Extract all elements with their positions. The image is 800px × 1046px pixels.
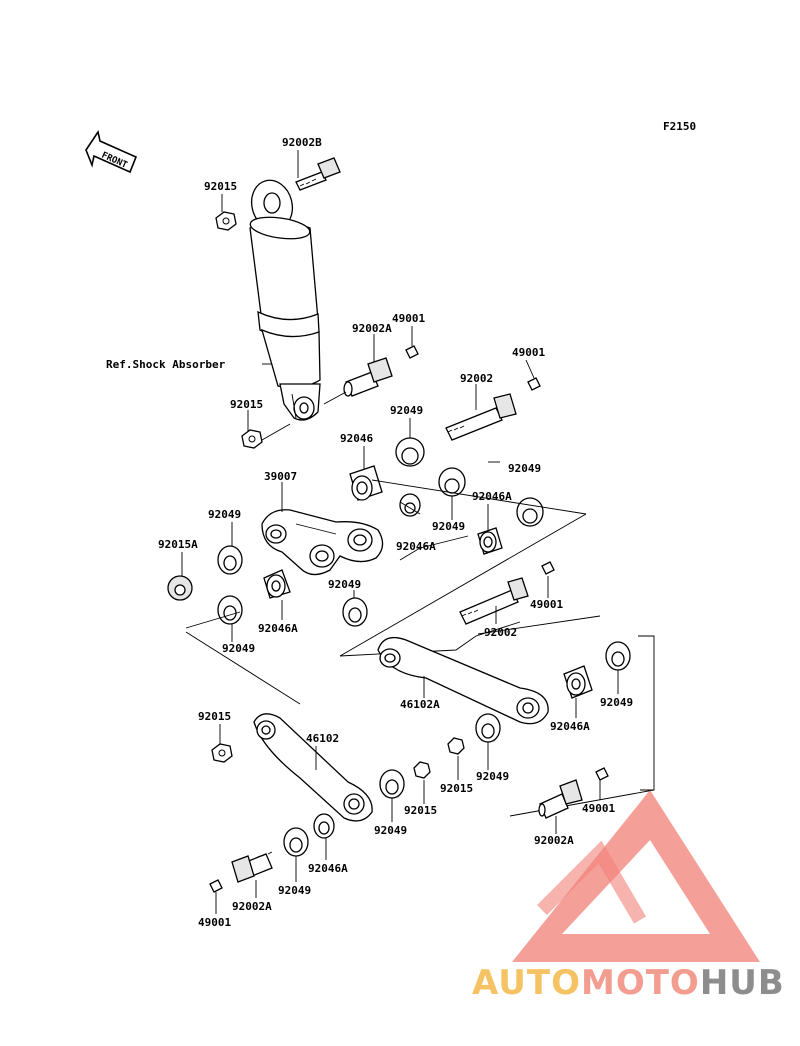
figure-code: F2150 [663,120,696,133]
part-label: 92002A [352,322,392,335]
collar-92049-e [342,597,368,627]
rocker-arm-39007 [261,509,384,576]
collar-92015a [167,575,193,601]
part-label: 49001 [512,346,545,359]
part-label: 92049 [476,770,509,783]
part-label: 46102A [400,698,440,711]
part-label: 92015 [204,180,237,193]
clip-49001-e [209,879,223,893]
part-label: 92049 [600,696,633,709]
part-label: 92049 [508,462,541,475]
clip-49001-c [541,561,555,575]
part-label: 92015 [440,782,473,795]
part-label: 92046A [396,540,436,553]
shock-absorber [249,179,321,421]
bearing-92046a-c [263,569,291,599]
watermark-part-hub: HUB [700,963,785,1003]
nut-92015-center-a [413,761,431,779]
bearing-92046a-d [563,665,593,699]
bearing-92046a-e [313,813,335,839]
clip-49001-d [595,767,609,781]
collar-92049-i [475,713,501,743]
part-label: 92015 [404,804,437,817]
watermark-part-moto: MOTO [581,963,700,1003]
collar-92049-d [217,545,243,575]
part-label: 92049 [432,520,465,533]
bolt-92002a-right [538,779,583,819]
part-label: 92046 [340,432,373,445]
part-label: 92002A [232,900,272,913]
collar-92049-h [379,769,405,799]
bearing-92046 [349,465,383,501]
bolt-92002-center [459,577,529,625]
part-label: 92046A [550,720,590,733]
nut-92015-center-b [447,737,465,755]
leader-lines [181,150,619,914]
collar-92049-c [516,497,544,527]
part-label: 92049 [222,642,255,655]
part-label: 92002 [460,372,493,385]
clip-49001-b [527,377,541,391]
part-label: 49001 [530,598,563,611]
collar-92049-a [395,437,425,467]
part-label: 92015 [230,398,263,411]
part-label: 92049 [390,404,423,417]
part-label: 49001 [198,916,231,929]
part-label: 92046A [472,490,512,503]
collar-92049-g [605,641,631,671]
collar-92049-f [217,595,243,625]
part-label: 92015 [198,710,231,723]
part-label: 49001 [392,312,425,325]
part-label: 92049 [208,508,241,521]
bolt-92002a-upper [343,357,393,397]
part-label: 92049 [374,824,407,837]
part-label: 92049 [328,578,361,591]
part-labels: 92002B 92015 49001 92002A 49001 92002 92… [106,136,633,929]
part-label: 49001 [582,802,615,815]
front-direction-arrow-icon: FRONT [85,129,138,174]
part-label: 46102 [306,732,339,745]
part-label: 92002A [534,834,574,847]
tie-rod-46102a [377,636,549,725]
part-label: 92002 [484,626,517,639]
bearing-92046a-b [477,527,503,555]
watermark-text: AUTOMOTOHUB [472,963,785,1003]
watermark-part-auto: AUTO [472,963,581,1003]
part-label: 92015A [158,538,198,551]
collar-92049-j [283,827,309,857]
clip-49001-a [405,345,419,359]
bolt-92002a-bottom [231,851,273,883]
tie-rod-46102 [253,713,373,822]
part-label: 92049 [278,884,311,897]
part-label: 39007 [264,470,297,483]
part-label: 92046A [258,622,298,635]
collar-92049-b [438,467,466,497]
watermark-triangle-logo [512,790,760,962]
part-label: 92002B [282,136,322,149]
bolt-92002b [295,157,341,191]
part-label: 92046A [308,862,348,875]
bolt-92002-right [445,393,517,441]
automotohub-watermark: AUTOMOTOHUB [472,790,785,1003]
reference-label: Ref.Shock Absorber [106,358,226,371]
